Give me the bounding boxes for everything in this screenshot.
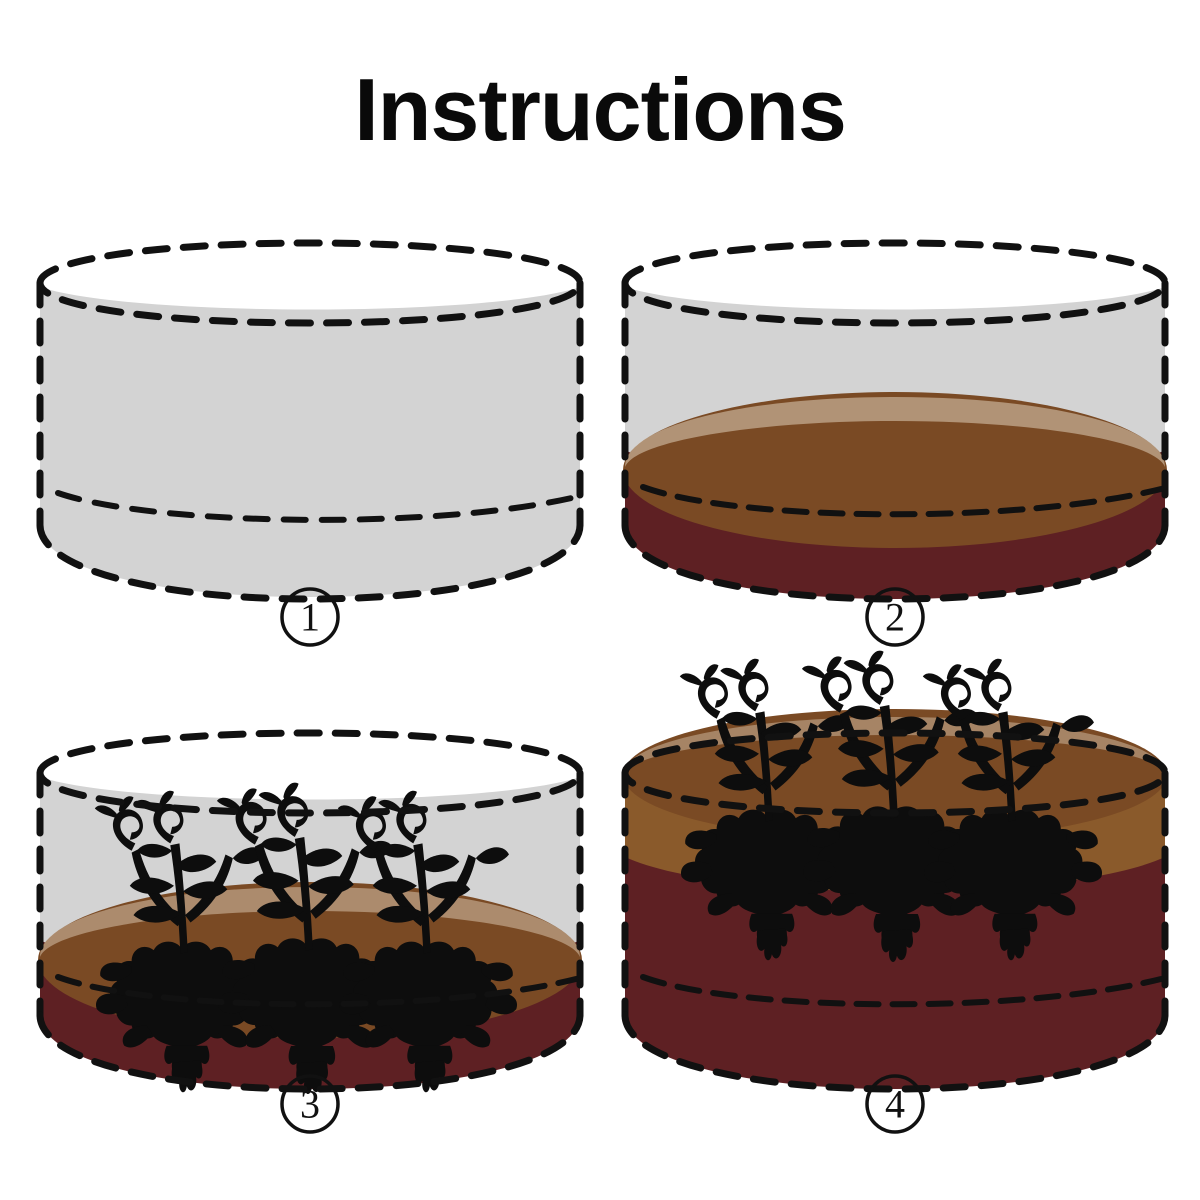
bag-outline-dashed <box>621 239 1169 603</box>
circled-number-icon-1: 1 <box>280 587 340 647</box>
circled-number-icon-4: 4 <box>865 1074 925 1134</box>
step-number-text-2: 2 <box>885 595 905 640</box>
step-number-text-3: 3 <box>300 1082 320 1127</box>
step-3-illustration <box>10 645 610 1155</box>
step-3-number: 3 <box>10 1072 610 1144</box>
step-number-text-1: 1 <box>300 595 320 640</box>
soil-surface <box>623 392 1167 548</box>
page-title: Instructions <box>354 60 847 159</box>
step-1-illustration <box>10 225 610 665</box>
step-2-number: 2 <box>595 585 1195 657</box>
step-1-number: 1 <box>10 585 610 657</box>
bag-fabric-body <box>40 287 580 597</box>
step-number-text-4: 4 <box>885 1082 905 1127</box>
step-4-number: 4 <box>595 1072 1195 1144</box>
bag-outline-dashed <box>36 239 584 603</box>
bag-outline-dashed <box>621 729 1169 1093</box>
step-2-illustration <box>595 225 1195 665</box>
circled-number-icon-3: 3 <box>280 1074 340 1134</box>
step-4-illustration <box>595 645 1195 1155</box>
circled-number-icon-2: 2 <box>865 587 925 647</box>
bag-outline-dashed <box>36 729 584 1093</box>
